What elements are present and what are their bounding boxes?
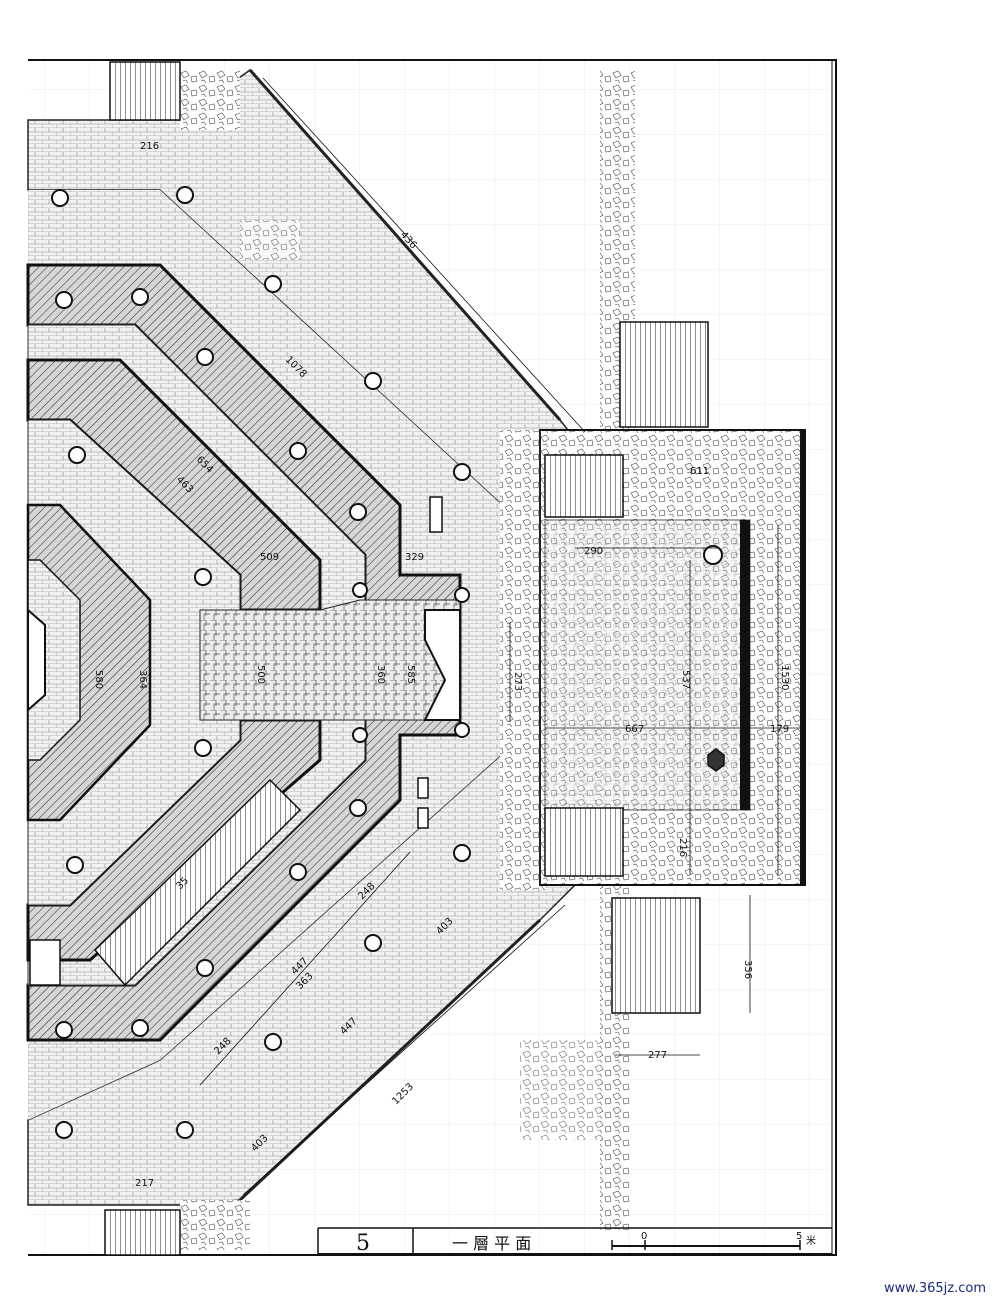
drawing-title: 一 層 平 面 (452, 1234, 531, 1253)
scale-start: 0 (641, 1231, 647, 1242)
dim-label: 216 (140, 141, 159, 152)
scale-unit: 米 (806, 1234, 816, 1247)
misc-details (29, 496, 725, 986)
dim-label: 611 (690, 466, 709, 477)
dim-label: 179 (770, 724, 789, 735)
dim-label: 329 (405, 552, 424, 563)
dim-label: 216 (677, 838, 688, 857)
dim-label: 580 (93, 670, 104, 689)
scale-bar: 0 5 米 (611, 1231, 816, 1250)
dim-label: 356 (742, 960, 753, 979)
dimension-lines (199, 77, 800, 1196)
column-bases (51, 186, 723, 1139)
dim-label: 1530 (779, 665, 790, 690)
sheet-number: 5 (356, 1231, 370, 1256)
dim-label: 277 (648, 1050, 667, 1061)
dim-label: 364 (137, 670, 148, 689)
watermark: www.365jz.com (884, 1281, 986, 1296)
dim-label: 500 (255, 665, 266, 684)
central-core (26, 419, 241, 906)
scale-end: 5 (796, 1231, 802, 1242)
dim-label: 667 (625, 724, 644, 735)
dim-label: 585 (405, 665, 416, 684)
dim-label: 273 (512, 672, 523, 691)
entrance-passage (199, 599, 461, 721)
dim-label: 360 (375, 665, 386, 684)
title-block: 5 一 層 平 面 0 5 米 (317, 1227, 832, 1256)
dim-label: 217 (135, 1178, 154, 1189)
dim-label: 537 (680, 670, 691, 689)
pavilion-stairs (104, 61, 709, 1256)
internal-stair (93, 778, 302, 987)
dim-label: 509 (260, 552, 279, 563)
dim-label: 290 (584, 546, 603, 557)
